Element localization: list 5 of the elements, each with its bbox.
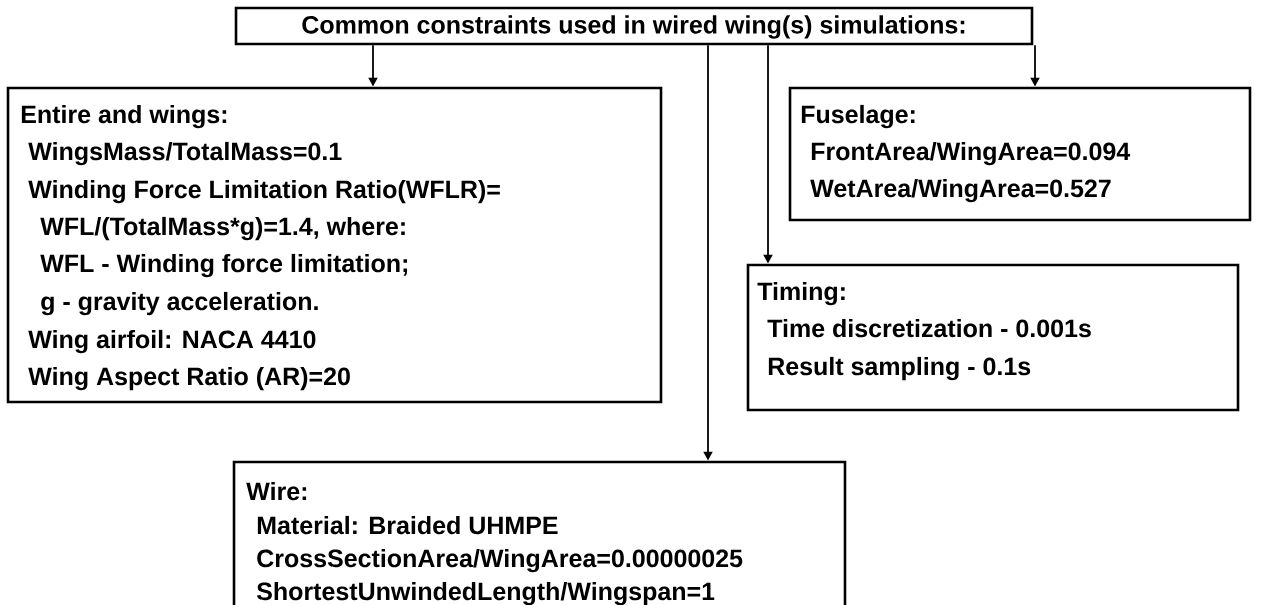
text-box: Fuselage: FrontArea/WingArea=0.094 WetArea/WingArea=0.527: [788, 86, 1252, 222]
text-box: Wire: Material: Braided UHMPE CrossSectionArea/WingArea=0.00000025 ShortestUnwindedLength/Wingspan=1: [232, 460, 847, 605]
text-box: Timing: Time discretization - 0.001s Result sampling - 0.1s: [746, 263, 1240, 412]
text-box: Common constraints used in wired wing(s) simulations:: [234, 6, 1034, 46]
text-box: Entire and wings: WingsMass/TotalMass=0.1 Winding Force Limitation Ratio(WFLR)= WFL/(TotalMass*g)=1.4, where: WFL - Winding force limitation; g - gravity acceleration. Wing airfoil: NACA 4410 Wing Aspect Ratio (AR)=20: [6, 86, 663, 404]
